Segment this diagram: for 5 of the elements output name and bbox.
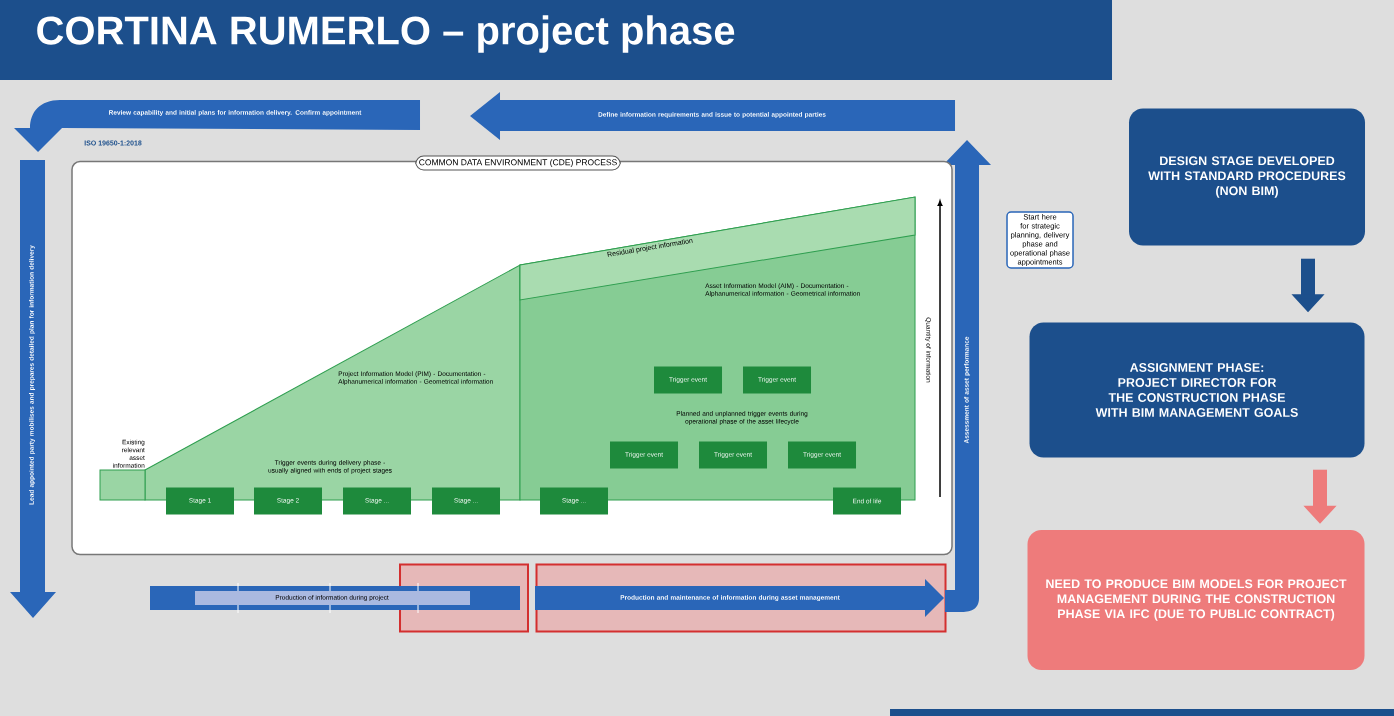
phase-box: DESIGN STAGE DEVELOPED WITH STANDARD PROCEDURES (NON BIM) <box>1129 108 1365 246</box>
phase-box: NEED TO PRODUCE BIM MODELS FOR PROJECT MANAGEMENT DURING THE CONSTRUCTION PHASE VIA IFC (DUE TO PUBLIC CONTRACT) <box>1027 530 1365 670</box>
panel-heading: COMMON DATA ENVIRONMENT (CDE) PROCESS <box>415 155 621 171</box>
phase-box: ASSIGNMENT PHASE: PROJECT DIRECTOR FOR THE CONSTRUCTION PHASE WITH BIM MANAGEMENT GOALS <box>1029 322 1365 458</box>
title-banner: CORTINA RUMERLO – project phase <box>0 0 1112 80</box>
